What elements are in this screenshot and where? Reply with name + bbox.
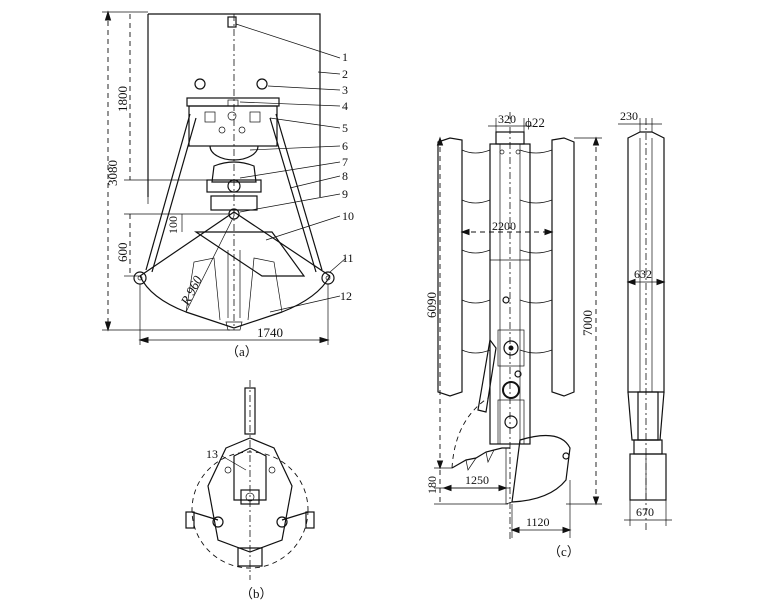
caption-c: （c） <box>548 544 580 559</box>
view-c-teeth <box>451 447 510 469</box>
dim-side-top: 230 <box>620 109 638 123</box>
part-number-11: 11 <box>342 251 354 265</box>
view-c: 320 ϕ22 2200 6090 7000 1250 180 1120 （c） <box>424 112 602 559</box>
part-number-9: 9 <box>342 187 348 201</box>
view-a-dimension-lines <box>102 10 330 345</box>
part-number-13: 13 <box>206 447 218 461</box>
dim-a-upper-height: 1800 <box>115 86 130 112</box>
dim-c-jaw-offset: 1250 <box>465 473 489 487</box>
view-a-upper-body <box>147 13 321 197</box>
view-b-outline-circle <box>191 451 309 569</box>
view-b-center-block <box>240 489 260 505</box>
view-a-sheave <box>209 145 259 161</box>
dim-side-bottom: 670 <box>636 505 654 519</box>
dim-c-bottom-gap: 180 <box>425 476 439 494</box>
view-a-top-plate <box>186 97 280 107</box>
view-a: 3080 1800 600 100 R 960 1740 1 2 3 4 5 6… <box>102 10 354 359</box>
view-a-part-numbers: 1 2 3 4 5 6 7 8 9 10 11 12 <box>340 50 354 303</box>
dim-a-radius: R 960 <box>177 273 205 308</box>
part-number-2: 2 <box>342 67 348 81</box>
part-number-8: 8 <box>342 169 348 183</box>
dim-c-top-width: 320 <box>498 112 516 126</box>
view-c-right-plate <box>551 137 575 397</box>
view-c-left-plate <box>437 137 463 397</box>
view-b-bottom-jaw <box>237 547 263 567</box>
view-c-dimension-lines <box>434 118 602 538</box>
dim-side-middle: 632 <box>634 267 652 281</box>
view-a-bucket-bottom <box>139 275 331 329</box>
view-c-wheel-2 <box>502 381 520 399</box>
dim-c-left-height: 6090 <box>424 292 439 318</box>
view-c-wheel-1 <box>503 340 519 356</box>
part-number-12: 12 <box>340 289 352 303</box>
view-a-top-lug <box>227 16 237 28</box>
dim-a-width: 1740 <box>257 325 283 340</box>
view-b: 13 （b） <box>185 380 315 601</box>
view-a-strut-left <box>145 113 191 271</box>
dim-a-lower-height: 600 <box>115 243 130 263</box>
view-a-strut-right <box>275 113 323 271</box>
caption-a: （a） <box>226 344 258 359</box>
view-a-leaders <box>235 23 347 313</box>
view-b-rod <box>244 387 256 435</box>
view-a-pin-left <box>133 271 147 285</box>
part-number-7: 7 <box>342 155 348 169</box>
dim-a-total-height: 3080 <box>105 160 120 186</box>
dim-c-right-height: 7000 <box>580 310 595 336</box>
side-view-lower <box>637 391 659 441</box>
view-a-circle-right <box>256 78 268 90</box>
view-a-circle-left <box>194 78 206 90</box>
dim-a-pivot-offset: 100 <box>166 216 180 234</box>
caption-b: （b） <box>240 586 273 601</box>
view-a-middle-block <box>211 161 257 183</box>
dim-c-inner-width: 2200 <box>492 219 516 233</box>
view-c-ribs <box>461 142 553 392</box>
view-c-arm <box>477 338 497 413</box>
view-c-jaw-right <box>511 434 571 503</box>
side-view-jaw <box>629 453 667 501</box>
part-number-6: 6 <box>342 139 348 153</box>
part-number-1: 1 <box>342 50 348 64</box>
view-a-pin-right <box>321 271 335 285</box>
view-c-wheel-3 <box>504 415 518 429</box>
view-c-column-head <box>495 131 525 145</box>
view-a-bucket-top <box>194 231 306 277</box>
side-view: 230 632 670 <box>618 109 672 530</box>
view-b-frame <box>207 437 293 553</box>
part-number-5: 5 <box>342 121 348 135</box>
dim-c-pin-diameter: ϕ22 <box>525 115 545 130</box>
part-number-4: 4 <box>342 99 348 113</box>
view-a-jaw-arms <box>139 211 331 277</box>
view-c-jaw-left-arc <box>451 397 489 469</box>
part-number-10: 10 <box>342 209 354 223</box>
dim-c-bottom-width: 1120 <box>526 515 550 529</box>
part-number-3: 3 <box>342 83 348 97</box>
